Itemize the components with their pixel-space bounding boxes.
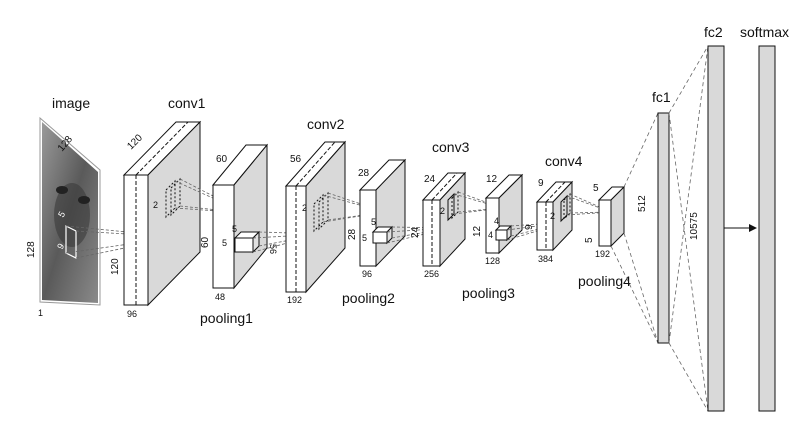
conv3-block [421,171,467,268]
pooling2-block [358,158,407,268]
pooling4-title: pooling4 [578,273,631,289]
conv3-width-label: 24 [424,174,436,185]
pooling2-kernel-label-2: 5 [371,217,376,227]
pooling3-title: pooling3 [462,285,515,301]
softmax-block [758,45,776,412]
pooling3-height-label: 12 [472,225,483,237]
pooling1-height-label: 60 [200,236,211,248]
pooling1-width-label: 60 [216,154,228,165]
conv4-depth-label: 384 [538,254,553,264]
pooling1-kernel-label-2: 5 [232,224,237,234]
conv1-kernel-label: 2 [153,200,158,210]
conv1-height-label: 120 [110,258,121,275]
conv3-kernel-label: 2 [440,206,445,216]
pooling3-kernel-label-1: 4 [488,230,493,240]
pooling4-to-fc1-lines [610,112,659,344]
fc2-title: fc2 [704,24,723,40]
softmax-title: softmax [740,24,789,40]
conv2-title: conv2 [307,116,345,132]
fc1-to-fc2-lines [668,45,709,412]
pooling4-block [597,185,626,248]
pooling1-extra-label: 56 [268,244,278,254]
pooling2-width-label: 28 [358,168,370,179]
pooling1-depth-label: 48 [215,292,225,302]
pooling1-kernel-cube [234,237,254,253]
pooling3-depth-label: 128 [485,256,500,266]
pooling3-kernel-cube [495,229,508,241]
conv1-kernel [165,179,176,219]
fc2-size-label: 10575 [689,212,700,240]
image-height-label: 128 [26,241,37,258]
input-image [39,116,101,306]
conv2-depth-label: 192 [287,295,302,305]
pooling3-block [484,173,524,255]
image-kernel-label-1: 5 [56,210,67,219]
conv1-depth-label: 96 [127,309,137,319]
pooling3-kernel-label-2: 4 [494,216,499,226]
pooling2-title: pooling2 [342,290,395,306]
conv4-title: conv4 [545,153,583,169]
fc1-block [657,112,670,344]
image-kernel-label-2: 9 [55,242,66,251]
pooling2-depth-label: 96 [362,269,372,279]
conv4-width-label: 9 [538,178,544,189]
image-title: image [52,95,90,111]
pooling2-kernel-cube [372,231,388,244]
pooling4-depth-label: 192 [595,249,610,259]
conv1-block [122,120,202,307]
conv1-title: conv1 [168,95,206,111]
conv3-depth-label: 256 [424,269,439,279]
pooling2-height-label: 28 [347,228,358,240]
pooling4-width-label: 5 [593,183,599,194]
conv4-kernel-label: 2 [550,211,555,221]
pooling3-width-label: 12 [486,174,498,185]
conv4-block [535,180,574,252]
pooling1-block [211,143,269,290]
pooling1-kernel-label-1: 5 [222,238,227,248]
conv3-title: conv3 [432,139,470,155]
conv1-width-label: 120 [125,132,145,152]
conv3-height-label: 24 [410,226,421,238]
fc1-size-label: 512 [637,195,648,212]
pooling4-height-label: 5 [584,237,595,243]
conv2-block [284,140,347,294]
conv2-kernel [313,193,324,233]
image-depth-label: 1 [38,308,43,318]
fc2-block [707,45,725,412]
conv2-kernel-label: 2 [302,203,307,213]
conv2-width-label: 56 [290,154,302,165]
pooling2-kernel-label-1: 5 [362,233,367,243]
pooling1-title: pooling1 [200,310,253,326]
fc1-title: fc1 [652,89,671,105]
conv4-height-label: 9 [524,224,535,230]
